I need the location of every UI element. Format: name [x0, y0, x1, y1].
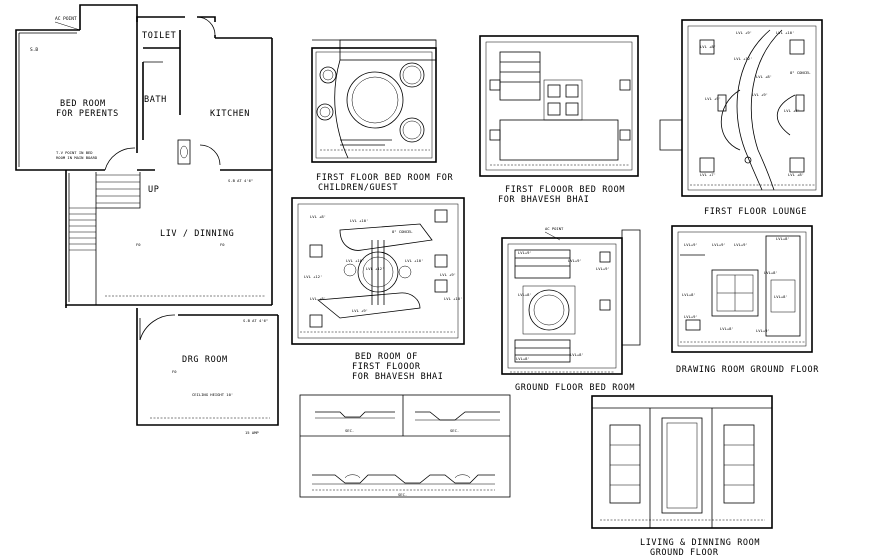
sb-height-note-kitchen: S.B AT 4'6": [228, 178, 253, 183]
level-label: LVL+9': [684, 314, 698, 319]
level-label: LVL+9': [684, 242, 698, 247]
level-label: LVL+8': [518, 292, 532, 297]
panel-ground-floor-bed: AC POINT LVL+9'LVL+9'LVL+9'LVL+8'LVL+8'L…: [501, 226, 641, 393]
level-label: LVL +10': [346, 258, 364, 263]
living-dinning-title-line2: GROUND FLOOR: [650, 548, 719, 558]
drawing-room-title: DRAWING ROOM GROUND FLOOR: [676, 365, 819, 375]
level-label: LVL +12': [304, 274, 322, 279]
ground-bed-title: GROUND FLOOR BED ROOM: [515, 383, 635, 393]
level-label: LVL +7': [784, 108, 800, 113]
bhavesh-2-title-line1: BED ROOM OF: [355, 352, 418, 362]
panel-children-guest: FIRST FLOOR BED ROOM FOR CHILDREN/GUEST: [311, 39, 454, 193]
fan-point-1: F0: [136, 242, 141, 247]
level-label: LVL+9': [568, 258, 582, 263]
lounge-level-annotations: LVL +8' LVL +9' LVL +10' LVL +12' LVL +8' LVL…: [700, 30, 804, 177]
level-label: LVL +7': [700, 172, 716, 177]
panel-drawing-room: LVL+9' LVL+9' LVL+9' LVL+8' LVL+8' LVL+8' LVL+…: [671, 225, 819, 375]
level-label: LVL +12': [734, 56, 752, 61]
section-a-label: SEC.: [345, 428, 354, 433]
level-label: LVL +10': [405, 258, 423, 263]
panel-first-floor-lounge: 8" CONCEL LVL +8' LVL +9' LVL +10' LVL +12'…: [659, 19, 823, 217]
bath-label: BATH: [144, 95, 167, 105]
liv-dinning-label: LIV / DINNING: [160, 229, 234, 239]
panel-bhavesh-bed-1: FIRST FLOOOR BED ROOM FOR BHAVESH BHAI: [479, 35, 639, 205]
level-label: LVL +9': [705, 96, 721, 101]
ac-point-note: AC POINT: [55, 16, 77, 22]
level-label: LVL+9': [712, 242, 726, 247]
bhavesh-2-title-line3: FOR BHAVESH BHAI: [352, 372, 443, 382]
level-label: LVL +9': [752, 92, 768, 97]
bhavesh-1-title-line2: FOR BHAVESH BHAI: [498, 195, 589, 205]
toilet-label: TOILET: [142, 31, 176, 41]
sb-note: S.B: [30, 47, 38, 53]
level-label: LVL +8': [700, 44, 716, 49]
level-label: LVL +10': [444, 296, 462, 301]
level-label: LVL+9': [734, 242, 748, 247]
level-label: LVL+8': [764, 270, 778, 275]
level-label: LVL +8': [756, 74, 772, 79]
level-label: LVL +8': [310, 296, 326, 301]
panel-bhavesh-bed-2: 8" CONCEL LVL +8'LVL +10'LVL +10'LVL +12…: [291, 197, 465, 382]
level-label: LVL+8': [720, 326, 734, 331]
ceiling-height-note: CEILING HEIGHT 10': [192, 392, 233, 397]
fan-point-3: F0: [172, 369, 177, 374]
level-label: LVL+9': [596, 266, 610, 271]
stair-up-label: UP: [148, 185, 159, 195]
tv-point-note-line1: T.V POINT IN BED: [56, 150, 93, 155]
kitchen-label: KITCHEN: [210, 109, 250, 119]
lounge-title: FIRST FLOOR LOUNGE: [704, 207, 807, 217]
drawing-room-level-annotations: LVL+9' LVL+9' LVL+9' LVL+8' LVL+8' LVL+8' LVL+…: [682, 236, 790, 333]
level-label: LVL+8': [774, 294, 788, 299]
level-label: LVL +12': [366, 266, 384, 271]
children-guest-title-line1: FIRST FLOOR BED ROOM FOR: [316, 173, 454, 183]
section-c-label: SEC.: [398, 492, 407, 497]
bhavesh-2-concel-note: 8" CONCEL: [392, 229, 413, 234]
level-label: LVL +8': [310, 214, 326, 219]
bhavesh-2-title-line2: FIRST FLOOOR: [352, 362, 421, 372]
level-label: LVL +9': [352, 308, 368, 313]
level-label: LVL+8': [516, 356, 530, 361]
section-b-label: SEC.: [450, 428, 459, 433]
bhavesh-2-level-annotations: LVL +8'LVL +10'LVL +10'LVL +12'LVL +10'L…: [304, 214, 462, 313]
living-dinning-title-line1: LIVING & DINNING ROOM: [640, 538, 760, 548]
level-label: LVL+9': [518, 250, 532, 255]
amp-note: 15 AMP: [245, 430, 259, 435]
bedroom-label-line1: BED ROOM: [60, 99, 106, 109]
ground-bed-ac-point: AC POINT: [545, 226, 564, 231]
level-label: LVL +9': [736, 30, 752, 35]
ground-bed-level-annotations: LVL+9' LVL+9' LVL+9' LVL+8' LVL+8' LVL+8': [516, 250, 610, 361]
level-label: LVL +8': [788, 172, 804, 177]
ground-floor-plan: TOILET BATH KITCHEN BED ROOM FOR PERENTS…: [15, 4, 279, 435]
level-label: LVL +9': [440, 272, 456, 277]
level-label: LVL+8': [682, 292, 696, 297]
level-label: LVL+9': [756, 328, 770, 333]
level-label: LVL+8': [776, 236, 790, 241]
sb-height-note-drg: S.B AT 4'6": [243, 318, 268, 323]
lounge-concel-note: 8" CONCEL: [790, 70, 811, 75]
bhavesh-1-title-line1: FIRST FLOOOR BED ROOM: [505, 185, 625, 195]
drg-room-label: DRG ROOM: [182, 355, 228, 365]
level-label: LVL +10': [350, 218, 368, 223]
tv-point-note-line2: ROOM IN MAIN BOARD: [56, 155, 98, 160]
fan-point-2: F0: [220, 242, 225, 247]
panel-sections: SEC. SEC. SEC.: [299, 394, 511, 498]
level-label: LVL +10': [776, 30, 794, 35]
children-guest-title-line2: CHILDREN/GUEST: [318, 183, 398, 193]
panel-living-dinning: LIVING & DINNING ROOM GROUND FLOOR: [591, 395, 773, 558]
level-label: LVL+8': [570, 352, 584, 357]
bedroom-label-line2: FOR PERENTS: [56, 109, 119, 119]
